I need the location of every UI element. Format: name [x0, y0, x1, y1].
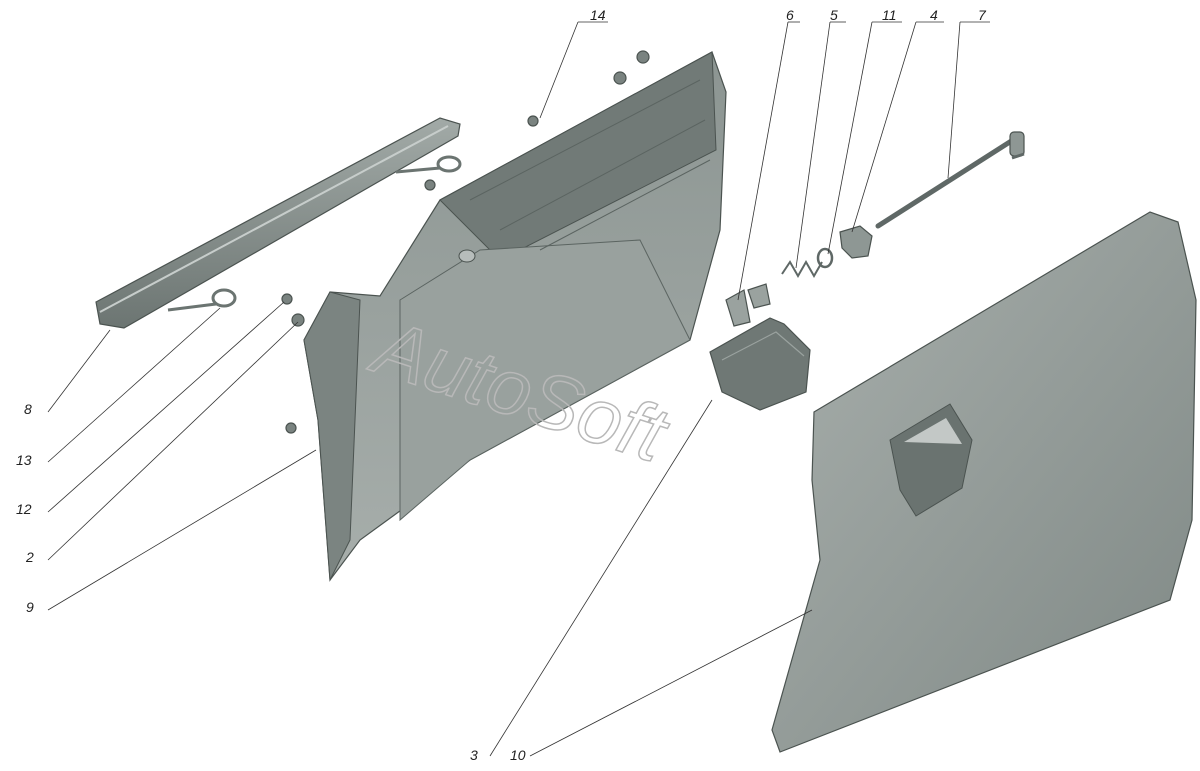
callout-5: 5 — [830, 7, 838, 23]
callout-9: 9 — [26, 599, 34, 615]
glovebox-body-part — [303, 51, 727, 582]
loop-clip-part — [167, 155, 462, 312]
clip-part — [725, 283, 771, 327]
spring-part — [781, 259, 823, 279]
callout-8: 8 — [24, 401, 32, 417]
retaining-ring-part — [816, 247, 834, 269]
callout-12: 12 — [16, 501, 32, 517]
rod-part — [875, 131, 1025, 229]
callout-2: 2 — [25, 549, 34, 565]
leader-lines — [47, 21, 990, 757]
callout-13: 13 — [16, 452, 32, 468]
callout-11: 11 — [882, 7, 897, 23]
callout-14: 14 — [590, 7, 606, 23]
callout-4: 4 — [930, 7, 938, 23]
handle-housing-part — [709, 317, 811, 411]
trim-strip-part — [95, 117, 461, 329]
callout-labels: 14 6 5 11 4 7 8 13 12 2 9 3 10 — [16, 7, 987, 763]
callout-3: 3 — [470, 747, 478, 763]
callout-10: 10 — [510, 747, 526, 763]
latch-bracket-part — [839, 225, 873, 259]
glovebox-lid-part — [771, 211, 1197, 753]
callout-7: 7 — [978, 7, 987, 23]
screw-fasteners — [281, 50, 650, 434]
callout-6: 6 — [786, 7, 794, 23]
